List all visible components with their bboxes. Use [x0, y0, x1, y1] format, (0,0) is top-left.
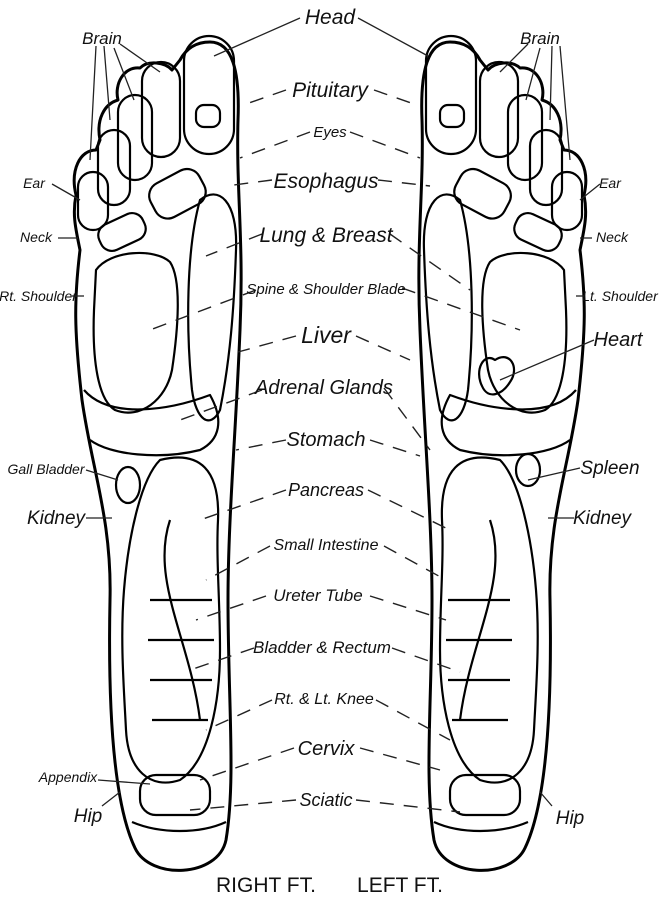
right-toe-2: [140, 60, 182, 159]
label-left-hip: Hip: [556, 808, 585, 829]
label-left-shoulder: Lt. Shoulder: [582, 288, 659, 304]
right-heel-line: [131, 820, 227, 833]
left-foot-outline: [417, 40, 588, 872]
right-toe-5: [76, 170, 110, 232]
label-sciatic: Sciatic: [299, 790, 352, 810]
label-small-intestine: Small Intestine: [274, 537, 379, 554]
label-eyes: Eyes: [313, 124, 347, 141]
left-pituitary-spot: [438, 103, 466, 129]
right-toe-4: [96, 128, 132, 207]
label-right-hip: Hip: [74, 806, 103, 827]
right-big-toe: [182, 34, 236, 156]
left-toe-4: [528, 128, 564, 207]
left-toe-pad-1: [453, 167, 512, 220]
right-toe-pad-2: [97, 212, 147, 252]
right-pituitary-spot: [194, 103, 222, 129]
right-toe-pad-1: [148, 167, 207, 220]
left-heel-pad: [448, 773, 522, 817]
caption-left-foot: LEFT FT.: [357, 874, 443, 897]
label-heart: Heart: [594, 329, 644, 351]
left-toe-2: [478, 60, 520, 159]
left-heel-line: [433, 820, 529, 833]
side-leader-lines: [51, 43, 601, 807]
label-left-ear: Ear: [599, 175, 622, 191]
left-big-toe: [424, 34, 478, 156]
label-esophagus: Esophagus: [273, 170, 379, 193]
label-right-brain: Brain: [82, 29, 122, 48]
left-intestine-loops: [446, 598, 512, 722]
label-right-neck: Neck: [20, 229, 53, 245]
right-toe-3: [116, 93, 154, 182]
center-leader-lines: [149, 17, 521, 813]
left-foot-labels: Brain Ear Neck Lt. Shoulder Heart Spleen…: [520, 29, 659, 829]
label-ureter-tube: Ureter Tube: [273, 586, 362, 605]
label-liver: Liver: [301, 322, 352, 348]
left-toe-pad-2: [513, 212, 563, 252]
label-spine-shoulder-blade: Spine & Shoulder Blade: [246, 281, 405, 298]
label-left-brain: Brain: [520, 29, 560, 48]
left-intestine-zone: [438, 456, 539, 784]
left-heart-spot: [478, 356, 516, 396]
label-right-shoulder: Rt. Shoulder: [0, 288, 78, 304]
center-labels: Head Pituitary Eyes Esophagus Lung & Bre…: [246, 6, 405, 810]
label-pancreas: Pancreas: [288, 480, 364, 500]
left-toe-3: [506, 93, 544, 182]
label-knee: Rt. & Lt. Knee: [274, 691, 374, 708]
right-gall-bladder-spot: [114, 465, 142, 505]
label-left-kidney: Kidney: [573, 508, 633, 529]
right-liver-zone: [83, 389, 220, 457]
left-stomach-zone: [440, 389, 577, 457]
label-head: Head: [305, 6, 357, 29]
right-foot-outline: [72, 40, 243, 872]
label-appendix: Appendix: [38, 769, 98, 785]
label-left-neck: Neck: [596, 229, 629, 245]
left-toe-5: [550, 170, 584, 232]
label-bladder-rectum: Bladder & Rectum: [253, 638, 391, 657]
right-intestine-loops: [148, 598, 214, 722]
left-spleen-spot: [514, 452, 542, 488]
left-lung-zone: [481, 251, 568, 414]
caption-right-foot: RIGHT FT.: [216, 874, 316, 897]
label-right-ear: Ear: [23, 175, 46, 191]
left-spine-zone: [422, 193, 473, 422]
right-heel-pad: [138, 773, 212, 817]
label-pituitary: Pituitary: [292, 79, 369, 102]
label-stomach: Stomach: [287, 429, 366, 451]
right-ureter-line: [163, 519, 202, 721]
label-right-kidney: Kidney: [27, 508, 87, 529]
label-lung-breast: Lung & Breast: [259, 224, 393, 247]
label-cervix: Cervix: [298, 738, 356, 760]
left-foot: [417, 34, 588, 872]
label-spleen: Spleen: [580, 458, 639, 479]
label-gall-bladder: Gall Bladder: [7, 461, 85, 477]
right-foot-labels: Brain Ear Neck Rt. Shoulder Gall Bladder…: [0, 29, 122, 827]
label-adrenal-glands: Adrenal Glands: [254, 377, 393, 399]
right-spine-zone: [187, 193, 238, 422]
right-foot: [72, 34, 243, 872]
right-lung-zone: [92, 251, 179, 414]
right-intestine-zone: [121, 456, 222, 784]
left-ureter-line: [458, 519, 497, 721]
